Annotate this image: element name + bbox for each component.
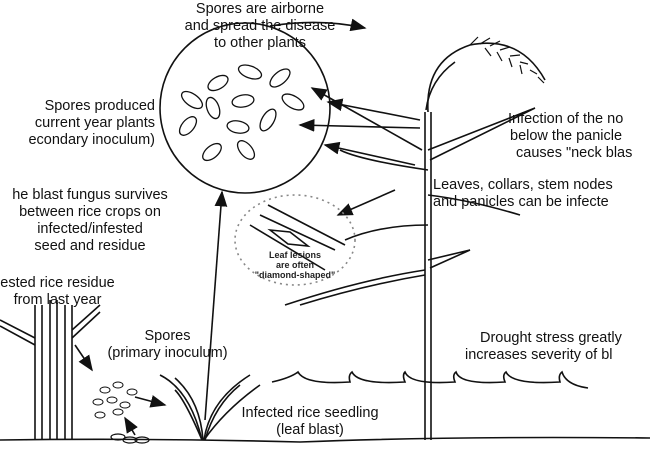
spore-glyphs (178, 64, 305, 162)
leaf-lesion-inset (234, 194, 356, 286)
seedling-label: Infected rice seedling(leaf blast) (241, 405, 379, 438)
primary-inoculum-label: Spores(primary inoculum) (107, 328, 228, 361)
rice-residue-stubble (0, 300, 101, 440)
ground-line (0, 436, 650, 443)
infected-seedling (159, 374, 261, 441)
primary-spores (92, 381, 138, 419)
water-line (271, 370, 589, 389)
